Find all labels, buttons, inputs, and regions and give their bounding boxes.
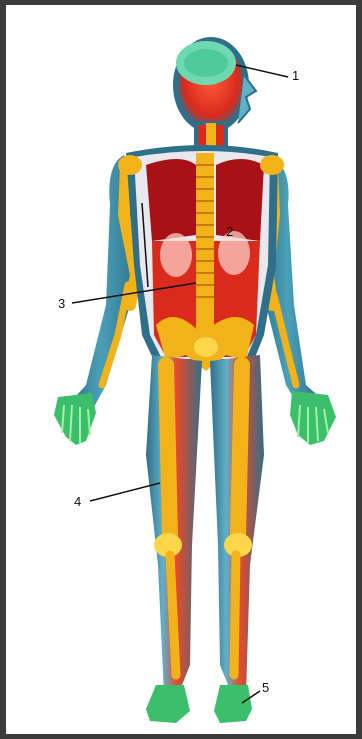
left-shoulder	[118, 155, 142, 175]
image-frame: 1 2 3 4 5	[6, 5, 356, 734]
callout-label-3: 3	[58, 297, 65, 310]
torso	[126, 145, 278, 371]
left-kidney	[160, 233, 192, 277]
head	[173, 34, 256, 133]
right-shoulder	[260, 155, 284, 175]
right-foot	[214, 685, 252, 723]
left-hand	[54, 393, 96, 445]
right-kidney	[218, 231, 250, 275]
right-leg	[210, 355, 264, 695]
callout-label-4: 4	[74, 495, 81, 508]
callout-label-5: 5	[262, 681, 269, 694]
callout-label-1: 1	[292, 69, 299, 82]
callout-line-4	[90, 483, 160, 501]
left-leg	[146, 355, 202, 695]
left-foot	[146, 685, 190, 723]
callout-label-2: 2	[226, 225, 233, 238]
body-scan-illustration	[6, 5, 356, 734]
right-hand	[290, 391, 336, 445]
